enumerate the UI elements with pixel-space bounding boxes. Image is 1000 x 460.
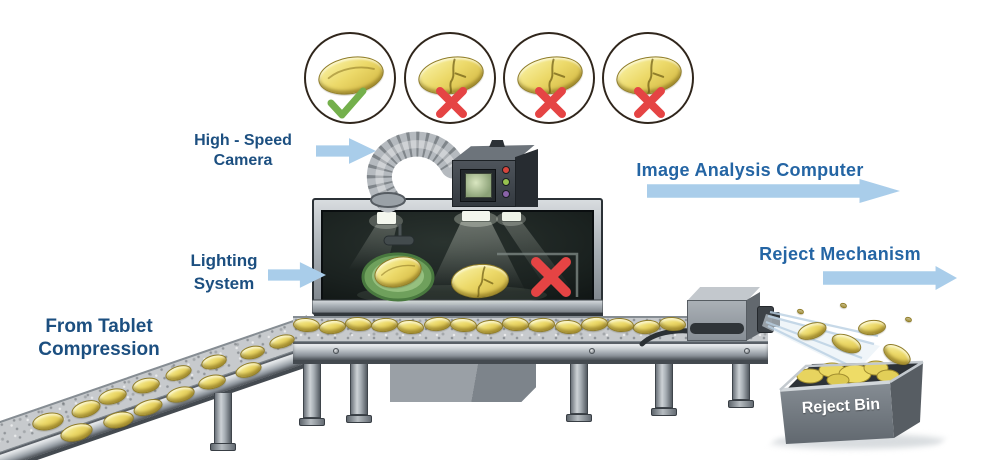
tablet-rejected-2 bbox=[503, 32, 595, 124]
label-line: System bbox=[193, 273, 255, 293]
chamber-lamp bbox=[462, 211, 490, 221]
reject-mechanism-side bbox=[746, 292, 760, 341]
reject-mechanism-arrow-icon bbox=[823, 266, 957, 290]
status-light-red bbox=[502, 166, 510, 174]
chamber-lamp bbox=[502, 212, 521, 221]
camera-unit-top bbox=[452, 145, 535, 161]
camera-connector bbox=[489, 140, 505, 147]
camera-unit-side bbox=[515, 149, 538, 207]
camera-screen bbox=[465, 173, 492, 198]
conveyor-foot bbox=[566, 414, 592, 422]
tablet bbox=[903, 315, 913, 323]
conveyor-foot bbox=[728, 400, 754, 408]
conveyor-foot bbox=[210, 443, 236, 451]
tablet-icon bbox=[514, 51, 586, 100]
chamber-lamp bbox=[377, 212, 396, 224]
accepted-tablet bbox=[371, 251, 425, 293]
status-light-purple bbox=[502, 190, 510, 198]
label-line: From Tablet bbox=[45, 316, 153, 337]
fail-cross-icon bbox=[535, 87, 566, 118]
rejected-tablet bbox=[449, 262, 511, 300]
conveyor-leg bbox=[655, 360, 673, 408]
bolt bbox=[333, 348, 339, 354]
image-analysis-arrow-icon bbox=[647, 179, 900, 203]
tablet-rejected-3 bbox=[602, 32, 694, 124]
tablet-icon bbox=[315, 51, 387, 100]
label-line: Lighting bbox=[190, 251, 258, 270]
tablet-rejected-1 bbox=[404, 32, 496, 124]
conveyor-foot bbox=[346, 415, 372, 423]
lighting-system-label: Lighting System bbox=[178, 250, 270, 296]
label-line: High - Speed bbox=[194, 132, 292, 149]
tablet-icon bbox=[613, 51, 685, 100]
reject-mechanism-top bbox=[687, 287, 760, 301]
main-conveyor-rail bbox=[293, 342, 768, 360]
conveyor-foot bbox=[651, 408, 677, 416]
conveyor-foot bbox=[299, 418, 325, 426]
bolt bbox=[589, 348, 595, 354]
conveyor-leg bbox=[303, 360, 321, 418]
status-light-green bbox=[502, 178, 510, 186]
camera-duct bbox=[366, 131, 466, 213]
inspection-chamber bbox=[312, 198, 603, 321]
reject-mechanism-box bbox=[687, 300, 747, 341]
reject-bin bbox=[779, 360, 924, 444]
main-conveyor-underlip bbox=[293, 360, 768, 364]
reject-zone-line bbox=[497, 252, 579, 297]
conveyor-leg bbox=[214, 393, 232, 445]
pass-check-icon bbox=[327, 87, 367, 119]
conveyor-leg bbox=[732, 360, 750, 400]
image-analysis-computer-label: Image Analysis Computer bbox=[636, 160, 864, 180]
reject-mechanism-clamp bbox=[690, 323, 744, 334]
label-line: Compression bbox=[38, 339, 160, 361]
conveyor-leg bbox=[570, 360, 588, 414]
label-line: Camera bbox=[213, 151, 273, 169]
conveyor-leg bbox=[350, 360, 368, 415]
bolt bbox=[744, 348, 750, 354]
fail-cross-icon bbox=[634, 87, 665, 118]
chamber-fail-cross-icon bbox=[531, 257, 571, 297]
reject-mechanism-label: Reject Mechanism bbox=[759, 244, 921, 264]
from-tablet-compression-label: From Tablet Compression bbox=[25, 315, 173, 361]
tablet-icon bbox=[415, 51, 487, 100]
fail-cross-icon bbox=[436, 87, 467, 118]
tablet-accepted bbox=[304, 32, 396, 124]
high-speed-camera-label: High - Speed Camera bbox=[182, 131, 304, 170]
